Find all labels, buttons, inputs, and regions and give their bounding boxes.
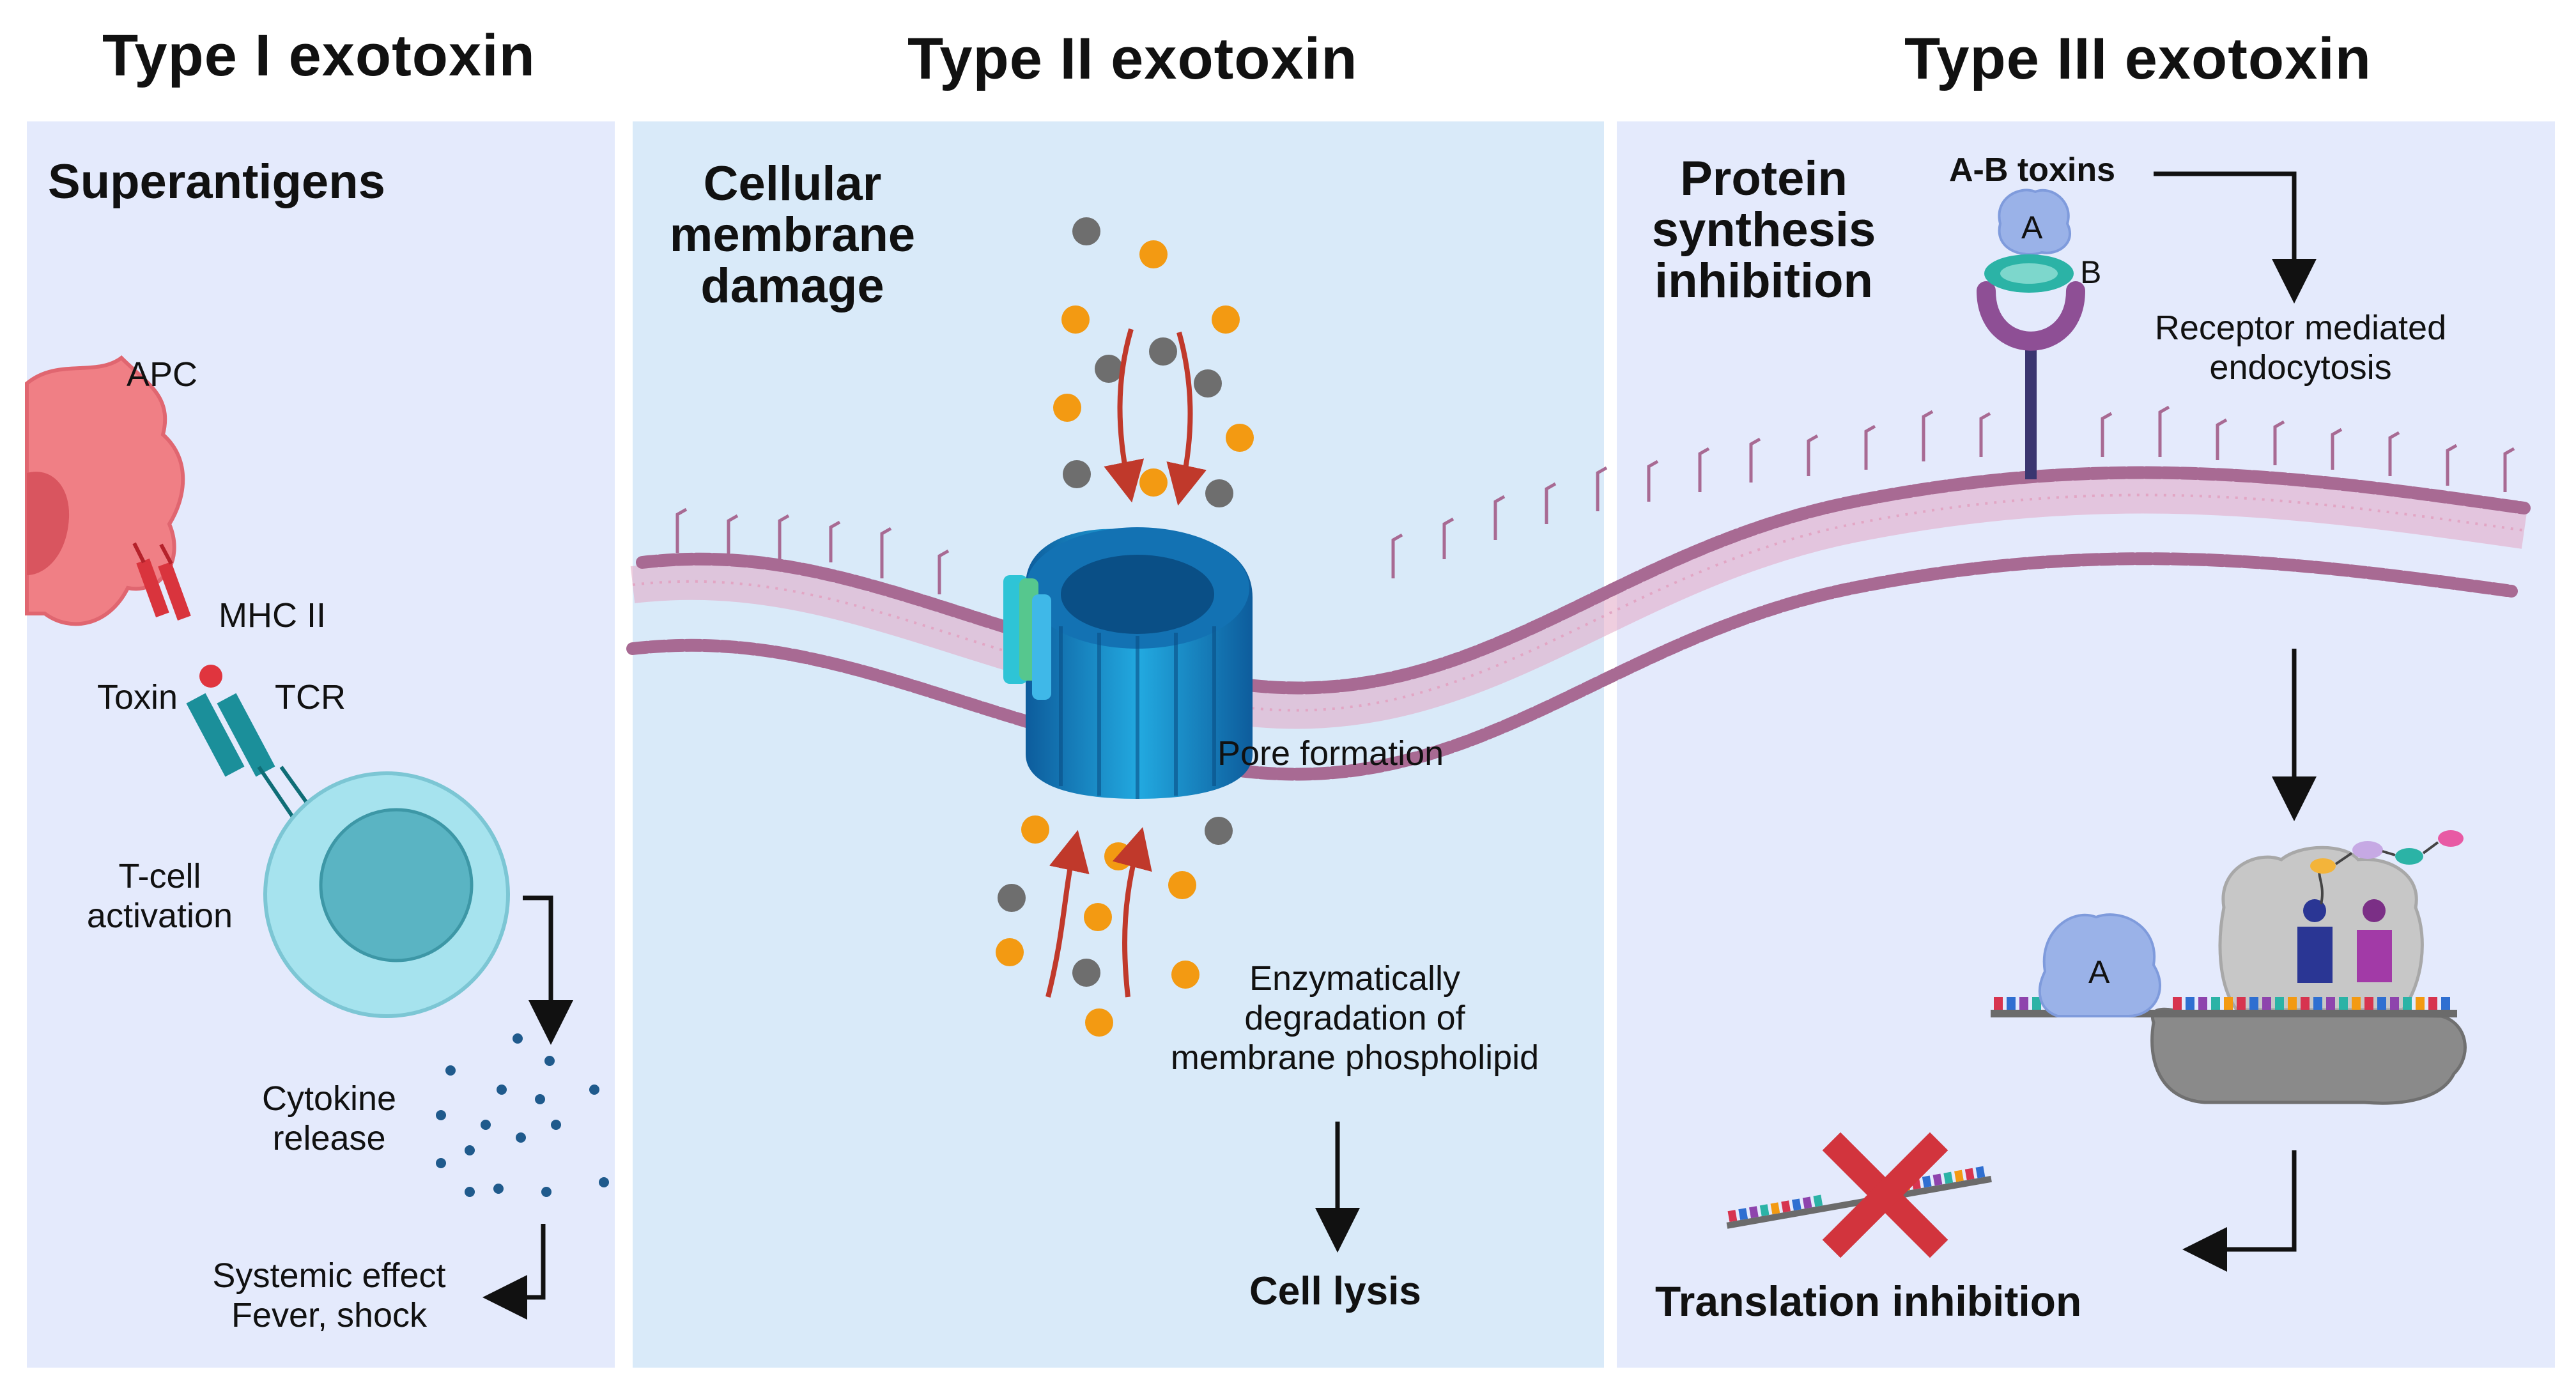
label-a-subunit: A bbox=[2021, 210, 2043, 245]
mhc-ii-receptor bbox=[132, 542, 191, 621]
arrow-to-endocytosis bbox=[2154, 171, 2317, 304]
ab-toxin bbox=[1984, 189, 2074, 293]
arrow-to-systemic bbox=[482, 1224, 546, 1320]
label-enzymatic-line1: Enzymatically bbox=[1249, 959, 1461, 998]
section-title-line3: inhibition bbox=[1654, 254, 1873, 308]
section-title-line1: Cellular bbox=[703, 157, 882, 211]
label-cytokine-line1: Cytokine bbox=[261, 1079, 397, 1118]
section-title-line2: membrane bbox=[669, 208, 916, 262]
toxin-molecule bbox=[199, 665, 222, 688]
receptor bbox=[1977, 281, 2085, 479]
a-subunit-ribosome bbox=[2038, 913, 2161, 1017]
label-b-subunit: B bbox=[2080, 254, 2102, 290]
section-title-superantigens: Superantigens bbox=[48, 155, 385, 209]
column-title-type3: Type III exotoxin bbox=[1904, 26, 2372, 91]
apc-cell bbox=[25, 355, 185, 626]
label-enzymatic-line3: membrane phospholipid bbox=[1170, 1039, 1539, 1077]
ions-top bbox=[1053, 217, 1254, 507]
label-tcell-line2: activation bbox=[86, 897, 233, 935]
arrow-to-cytokine bbox=[523, 895, 573, 1045]
label-tcell-line1: T-cell bbox=[118, 857, 201, 895]
section-title-line1: Protein bbox=[1680, 151, 1847, 206]
section-title-line3: damage bbox=[700, 259, 884, 313]
cross-icon bbox=[1822, 1132, 1948, 1258]
label-cytokine-release: Cytokine release bbox=[236, 1079, 422, 1158]
label-receptor-endocytosis: Receptor mediated endocytosis bbox=[2128, 308, 2473, 387]
arrow-in-left bbox=[1104, 328, 1145, 503]
t-cell bbox=[263, 771, 510, 1018]
arrow-out-left bbox=[1045, 830, 1090, 998]
label-toxin: Toxin bbox=[97, 678, 178, 716]
panel-type3 bbox=[1617, 121, 2555, 1368]
pore-complex bbox=[1003, 527, 1253, 799]
label-pore-formation: Pore formation bbox=[1217, 734, 1444, 773]
label-receptor-line2: endocytosis bbox=[2209, 348, 2392, 387]
cytokine-dots bbox=[436, 1033, 609, 1197]
label-a-at-ribosome: A bbox=[2088, 954, 2110, 990]
arrow-in-right bbox=[1166, 331, 1207, 506]
label-translation-inhibition: Translation inhibition bbox=[1655, 1278, 2082, 1325]
label-cytokine-line2: release bbox=[272, 1119, 386, 1157]
label-systemic-line1: Systemic effect bbox=[212, 1256, 446, 1295]
column-title-type1: Type I exotoxin bbox=[102, 23, 536, 88]
section-title-line2: synthesis bbox=[1651, 203, 1876, 257]
arrow-to-translation bbox=[2182, 1150, 2297, 1272]
label-systemic-line2: Fever, shock bbox=[231, 1296, 428, 1334]
ribosome bbox=[2150, 830, 2467, 1105]
label-apc: APC bbox=[127, 355, 198, 394]
membrane-glycans bbox=[675, 405, 2515, 594]
panel-type1 bbox=[27, 121, 615, 1368]
tcr-receptor bbox=[186, 693, 331, 844]
label-receptor-line1: Receptor mediated bbox=[2154, 309, 2447, 347]
arrow-out-right bbox=[1112, 827, 1152, 998]
column-title-type2: Type II exotoxin bbox=[907, 26, 1358, 91]
label-ab-toxins: A-B toxins bbox=[1949, 151, 2115, 189]
label-enzymatic-line2: degradation of bbox=[1244, 999, 1465, 1037]
label-enzymatic-degradation: Enzymatically degradation of membrane ph… bbox=[1138, 959, 1572, 1077]
label-tcell-activation: T-cell activation bbox=[64, 856, 256, 936]
label-mhc-ii: MHC II bbox=[219, 596, 326, 635]
cell-membrane bbox=[626, 466, 2531, 781]
label-cell-lysis: Cell lysis bbox=[1249, 1269, 1421, 1313]
label-systemic-effect: Systemic effect Fever, shock bbox=[192, 1256, 467, 1335]
section-title-protein-synthesis: Protein synthesis inhibition bbox=[1623, 153, 1904, 307]
label-tcr: TCR bbox=[275, 678, 346, 716]
section-title-membrane-damage: Cellular membrane damage bbox=[645, 158, 939, 312]
blocked-mrna bbox=[1726, 1166, 1992, 1229]
